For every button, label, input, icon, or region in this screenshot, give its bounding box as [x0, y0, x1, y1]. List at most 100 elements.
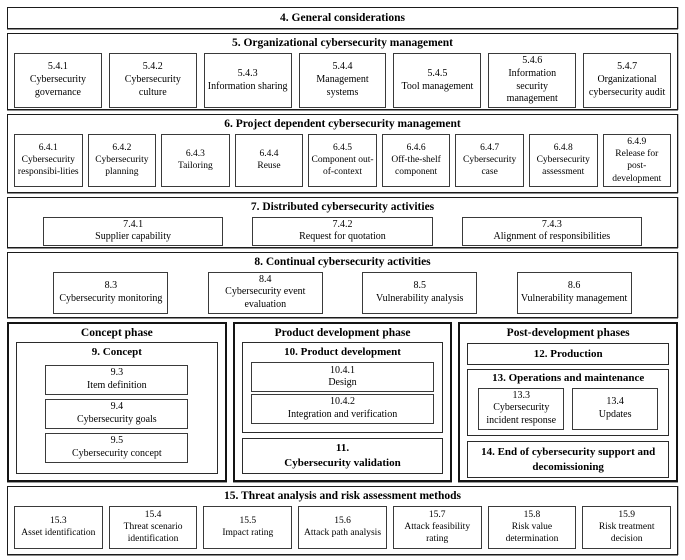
box-label: Cybersecurity assessment: [536, 155, 590, 178]
box-number: 8.4: [259, 273, 272, 285]
box-label: Information sharing: [207, 80, 288, 92]
box-label: Updates: [598, 408, 632, 420]
box-label: Cybersecurity event evaluation: [225, 286, 306, 311]
box-number: 15.3: [50, 516, 67, 527]
box-13-title: 13. Operations and maintenance: [492, 371, 645, 384]
box-number: 10.4.1: [330, 364, 355, 376]
box-number: 15.5: [239, 516, 257, 527]
box-label: Cybersecurity culture: [124, 74, 181, 99]
section-7-distributed-activities: 7. Distributed cybersecurity activities …: [7, 196, 678, 248]
box-label: Attack feasibility rating: [404, 522, 471, 545]
box-label: Cybersecurity goals: [76, 413, 157, 425]
box-number: 7.4.1: [123, 218, 144, 230]
box-11-cybersecurity-validation: 11. Cybersecurity validation: [241, 437, 444, 474]
section-5-title: 5. Organizational cybersecurity manageme…: [231, 37, 453, 50]
post-phase-title: Post-development phases: [506, 326, 630, 339]
section-4-general-considerations: 4. General considerations: [7, 7, 678, 30]
box-label: Vulnerability management: [520, 292, 628, 304]
box-number: 5.4.1: [47, 61, 68, 73]
section-15-title: 15. Threat analysis and risk assessment …: [224, 489, 461, 502]
box-number: 6.4.1: [38, 143, 58, 154]
box-number: 6.4.9: [627, 137, 647, 148]
box-label: Off-the-shelf component: [391, 155, 441, 178]
box-number: 15.7: [428, 510, 446, 521]
section-7-title: 7. Distributed cybersecurity activities: [250, 200, 435, 213]
box-number: 6.4.8: [553, 143, 573, 154]
section-6-title: 6. Project dependent cybersecurity manag…: [224, 118, 461, 131]
box-label: Design: [328, 377, 357, 389]
box-label: Asset identification: [21, 528, 96, 539]
box-number: 8.3: [104, 280, 118, 292]
box-label: Cybersecurity planning: [95, 155, 149, 178]
box-label: Impact rating: [222, 528, 274, 539]
box-number: 15.4: [144, 510, 162, 521]
box-label: Threat scenario identification: [123, 522, 183, 545]
box-label: Integration and verification: [287, 409, 398, 420]
box-label: Item definition: [86, 379, 147, 391]
product-development-phase-column: Product development phase 10. Product de…: [232, 321, 453, 482]
box-number: 5.4.5: [427, 67, 448, 79]
box-number: 6.4.5: [333, 143, 353, 154]
box-label: Risk value determination: [505, 522, 559, 545]
box-number: 13.3: [512, 389, 531, 401]
box-label: Cybersecurity incident response: [486, 402, 557, 427]
product-phase-title: Product development phase: [274, 326, 411, 339]
box-12-production: 12. Production: [467, 342, 670, 365]
box-label: Release for post-development: [612, 149, 662, 184]
box-number: 11.: [335, 442, 350, 455]
box-label: Organizational cybersecurity audit: [588, 74, 666, 99]
section-15-tara-methods: 15. Threat analysis and risk assessment …: [7, 485, 678, 555]
post-development-phase-column: Post-development phases 12. Production 1…: [458, 321, 679, 482]
box-number: 7.4.3: [541, 218, 562, 230]
box-number: 5.4.7: [617, 61, 638, 73]
box-number: 8.6: [567, 280, 581, 292]
box-number: 6.4.6: [406, 143, 426, 154]
box-label: Component out-of-context: [311, 155, 374, 178]
box-number: 5.4.2: [142, 61, 163, 73]
box-number: 15.8: [523, 510, 541, 521]
box-10-title: 10. Product development: [284, 345, 401, 358]
section-5-organizational-management: 5. Organizational cybersecurity manageme…: [7, 33, 678, 111]
box-9-title: 9. Concept: [91, 345, 142, 358]
box-number: 6.4.4: [259, 149, 279, 160]
box-number: 7.4.2: [332, 218, 353, 230]
box-label: Management systems: [316, 74, 369, 99]
box-label: Cybersecurity governance: [29, 74, 86, 99]
